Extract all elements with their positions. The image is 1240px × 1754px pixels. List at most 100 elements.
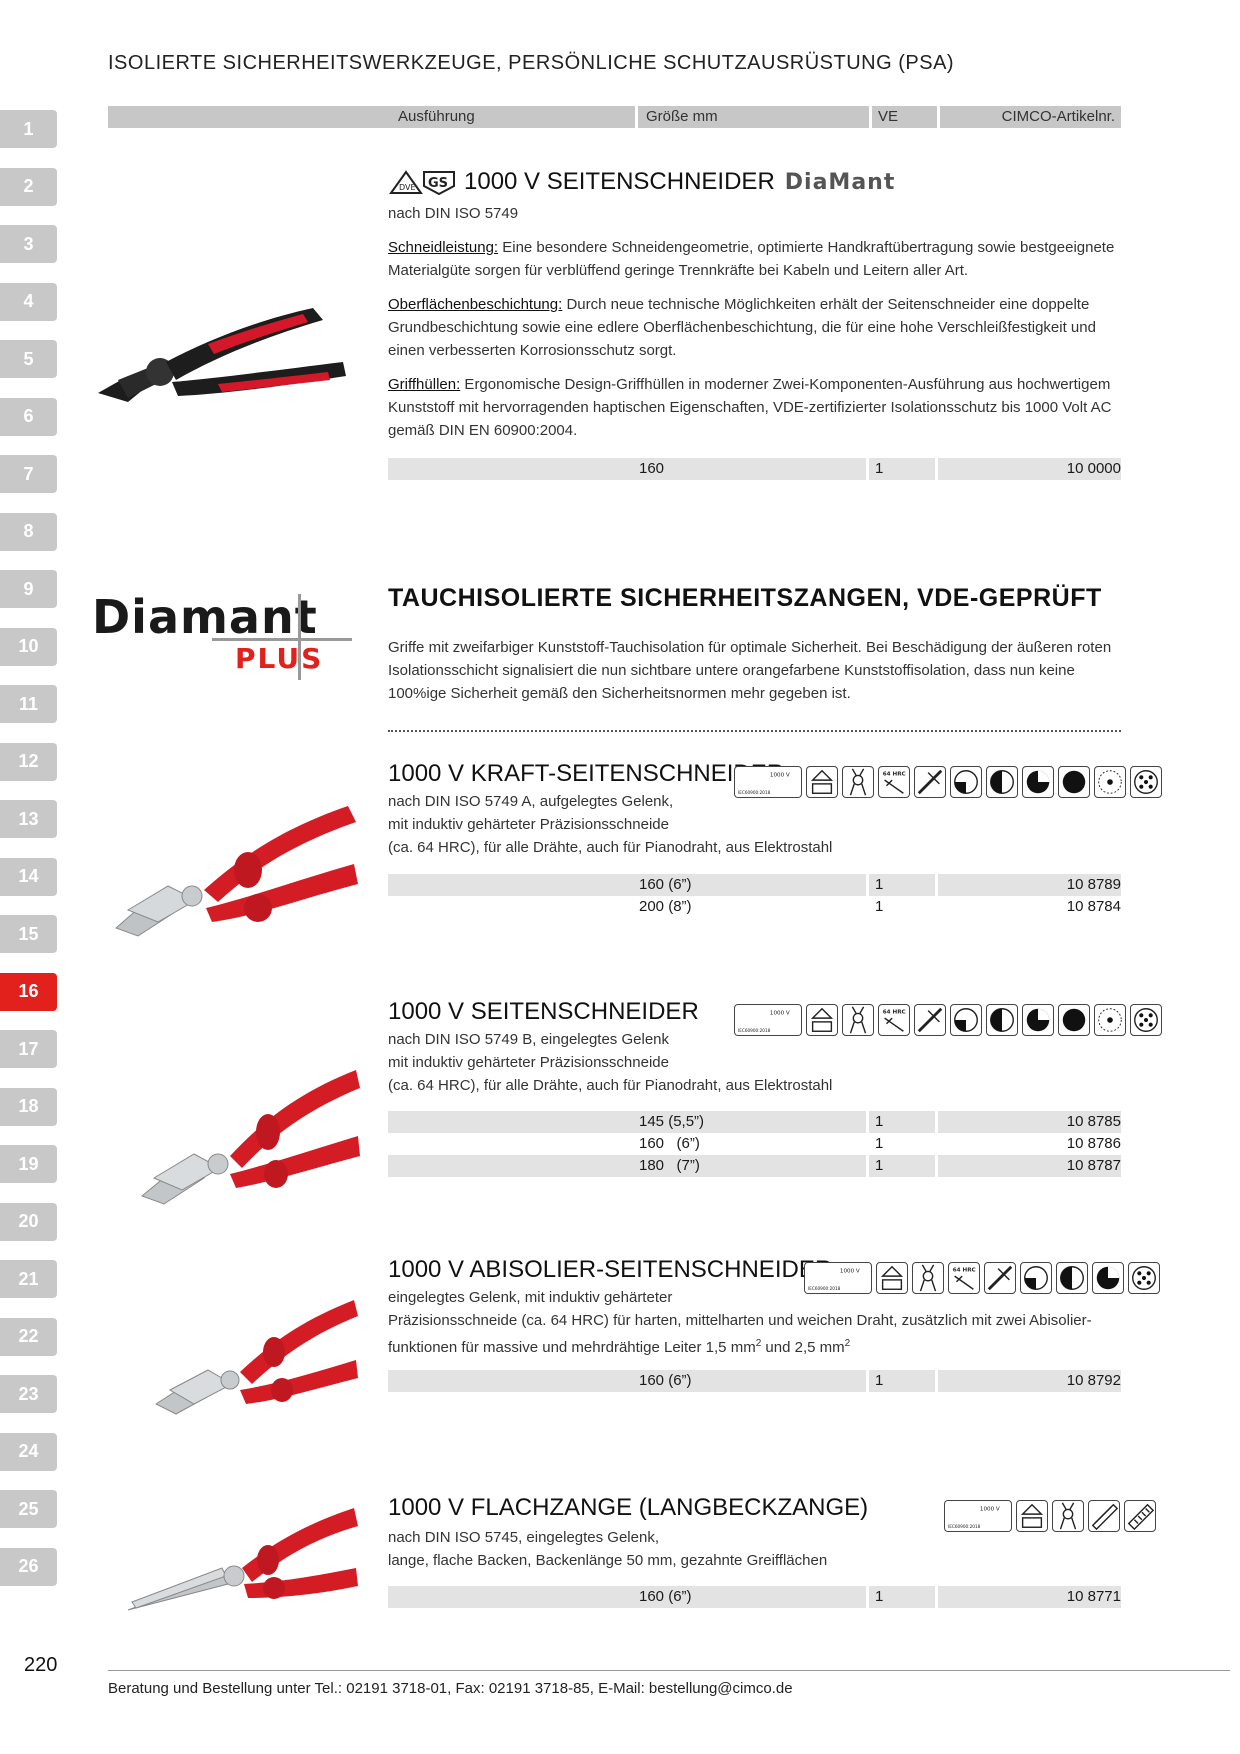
chapter-tab-12[interactable]: 12 [0, 742, 57, 781]
cell-ausfuehrung [388, 458, 635, 480]
cell-ausfuehrung [388, 874, 635, 896]
hardness-64hrc-icon: 64 HRC [878, 1004, 910, 1036]
chapter-tab-3[interactable]: 3 [0, 225, 57, 263]
multi-conductor-icon [1128, 1262, 1160, 1294]
chapter-tab-26[interactable]: 26 [0, 1547, 57, 1586]
cell-ve: 1 [869, 1155, 935, 1177]
single-conductor-icon [1094, 1004, 1126, 1036]
header-groesse: Größe mm [638, 106, 869, 128]
chapter-tab-6[interactable]: 6 [0, 397, 57, 436]
single-conductor-icon [1094, 766, 1126, 798]
cell-ausfuehrung [388, 1586, 635, 1608]
product2-line2: mit induktiv gehärteter Präzisionsschnei… [388, 816, 669, 833]
vde-mark-icon [876, 1262, 908, 1294]
medium-wire-icon [986, 766, 1018, 798]
chapter-tab-22[interactable]: 22 [0, 1317, 57, 1356]
product4-line2b: funktionen für massive und mehrdrähtige … [388, 1338, 851, 1356]
cable-cutting-icon [914, 766, 946, 798]
joint-type-icon [842, 1004, 874, 1036]
cell-size: 145 (5,5”) [635, 1111, 866, 1133]
section-title: TAUCHISOLIERTE SICHERHEITSZANGEN, VDE-GE… [388, 584, 1102, 612]
chapter-tab-20[interactable]: 20 [0, 1202, 57, 1241]
chapter-tab-1[interactable]: 1 [0, 110, 57, 148]
hardness-64hrc-icon: 64 HRC [948, 1262, 980, 1294]
svg-text:64 HRC: 64 HRC [883, 1009, 906, 1015]
product5-line2: lange, flache Backen, Backenlänge 50 mm,… [388, 1552, 828, 1569]
chapter-tab-19[interactable]: 19 [0, 1145, 57, 1183]
cell-size: 200 (8”) [635, 896, 866, 918]
chapter-tab-10[interactable]: 10 [0, 627, 57, 666]
svg-text:64 HRC: 64 HRC [953, 1267, 976, 1273]
page-header-title: ISOLIERTE SICHERHEITSWERKZEUGE, PERSÖNLI… [108, 52, 955, 74]
cell-size: 160 (6”) [635, 1133, 866, 1155]
product5-title: 1000 V FLACHZANGE (LANGBECKZANGE) [388, 1494, 869, 1521]
piano-wire-icon [1058, 766, 1090, 798]
chapter-tab-24[interactable]: 24 [0, 1432, 57, 1471]
cell-artikel: 10 0000 [938, 458, 1121, 480]
cell-ausfuehrung [388, 1155, 635, 1177]
hardness-64hrc-icon: 64 HRC [878, 766, 910, 798]
product3-title: 1000 V SEITENSCHNEIDER [388, 998, 699, 1025]
chapter-tab-7[interactable]: 7 [0, 455, 57, 493]
chapter-tab-21[interactable]: 21 [0, 1260, 57, 1298]
chapter-tab-2[interactable]: 2 [0, 167, 57, 206]
joint-type-icon [1052, 1500, 1084, 1532]
chapter-tab-16[interactable]: 16 [0, 972, 57, 1011]
cable-cutting-icon [984, 1262, 1016, 1294]
product4-line2a: Präzisionsschneide (ca. 64 HRC) für hart… [388, 1312, 1092, 1329]
cable-cutting-icon [914, 1004, 946, 1036]
chapter-tab-15[interactable]: 15 [0, 915, 57, 953]
cell-ausfuehrung [388, 1370, 635, 1392]
table-header: Ausführung Größe mm VE CIMCO-Artikelnr. [108, 106, 1121, 128]
vde-mark-icon [1016, 1500, 1048, 1532]
header-ve: VE [872, 106, 937, 128]
chapter-tab-5[interactable]: 5 [0, 340, 57, 378]
cell-artikel: 10 8784 [938, 896, 1121, 918]
chapter-tab-11[interactable]: 11 [0, 685, 57, 723]
chapter-tab-25[interactable]: 25 [0, 1490, 57, 1528]
cell-size: 160 [635, 458, 866, 480]
chapter-tab-4[interactable]: 4 [0, 282, 57, 321]
svg-text:1000 V: 1000 V [840, 1268, 860, 1274]
chapter-tab-18[interactable]: 18 [0, 1087, 57, 1126]
chapter-tab-13[interactable]: 13 [0, 800, 57, 838]
diamant-brand-logo: DiaMant [784, 169, 896, 195]
side-cutter-black-red-image [98, 308, 346, 402]
product1-title: 1000 V SEITENSCHNEIDER [464, 168, 775, 195]
cell-size: 160 (6”) [635, 1370, 866, 1392]
chapter-tab-17[interactable]: 17 [0, 1030, 57, 1068]
footer-divider [108, 1670, 1230, 1671]
chapter-tab-14[interactable]: 14 [0, 857, 57, 896]
piano-wire-icon [1058, 1004, 1090, 1036]
chapter-tab-23[interactable]: 23 [0, 1375, 57, 1413]
cell-ve: 1 [869, 874, 935, 896]
side-cutter-red-image [141, 1070, 360, 1205]
cell-size: 160 (6”) [635, 874, 866, 896]
page-number: 220 [24, 1654, 58, 1676]
cell-ausfuehrung [388, 1111, 635, 1133]
cell-ve: 1 [869, 458, 935, 480]
section-description: Griffe mit zweifarbiger Kunststoff-Tauch… [388, 639, 1112, 702]
chapter-tab-9[interactable]: 9 [0, 570, 57, 608]
flat-nose-pliers-image [127, 1508, 358, 1611]
joint-type-icon [912, 1262, 944, 1294]
cell-artikel: 10 8789 [938, 874, 1121, 896]
footer-contact: Beratung und Bestellung unter Tel.: 0219… [108, 1680, 793, 1697]
power-side-cutter-image [115, 806, 358, 937]
product1-paragraph-oberflaeche: Oberflächenbeschichtung: Durch neue tech… [388, 296, 1096, 359]
product1-norm: nach DIN ISO 5749 [388, 205, 519, 222]
hard-wire-icon [1092, 1262, 1124, 1294]
product1-paragraph-schneidleistung: Schneidleistung: Eine besondere Schneide… [388, 239, 1115, 279]
product1-paragraph-griffhuellen: Griffhüllen: Ergonomische Design-Griffhü… [388, 376, 1112, 439]
chapter-tab-8[interactable]: 8 [0, 512, 57, 551]
product3-line2: mit induktiv gehärteter Präzisionsschnei… [388, 1054, 669, 1071]
medium-wire-icon [1056, 1262, 1088, 1294]
